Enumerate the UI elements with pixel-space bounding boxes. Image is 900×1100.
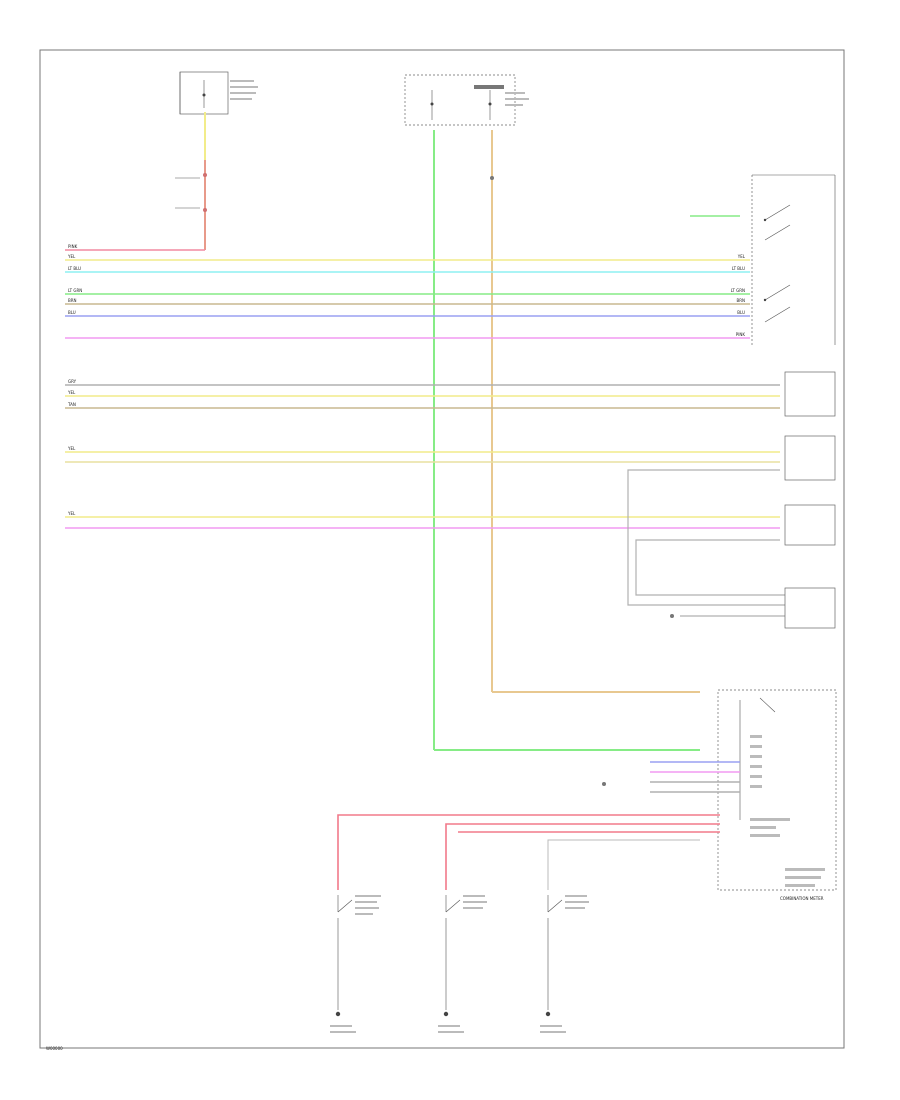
svg-text:YEL: YEL <box>67 446 76 451</box>
secondary-speed-sensor <box>784 504 836 546</box>
svg-text:YEL: YEL <box>67 390 76 395</box>
svg-text:BRN: BRN <box>736 298 745 303</box>
footer-code: W00000 <box>46 1046 63 1051</box>
svg-text:BLU: BLU <box>737 310 745 315</box>
harness-group-1 <box>65 249 750 339</box>
svg-text:LT BLU: LT BLU <box>732 266 745 271</box>
meter-signal-wires <box>602 761 740 793</box>
svg-text:BLU: BLU <box>68 310 76 315</box>
combination-meter-label: COMBINATION METER <box>780 896 824 901</box>
input-speed-sensor <box>784 371 836 417</box>
svg-text:TAN: TAN <box>67 402 76 407</box>
left-feed-wire <box>175 112 207 250</box>
svg-text:GRY: GRY <box>68 379 77 384</box>
svg-text:BRN: BRN <box>68 298 77 303</box>
fuse-block-center <box>404 74 529 126</box>
svg-text:LT BLU: LT BLU <box>68 266 81 271</box>
svg-text:YEL: YEL <box>737 254 746 259</box>
fuse-block-left <box>179 71 258 115</box>
wire-tags-right: YEL LT BLU LT GRN BRN BLU PINK <box>731 254 746 337</box>
output-speed-sensor <box>784 435 836 481</box>
harness-group-2 <box>65 384 780 409</box>
harness-group-4 <box>65 516 780 529</box>
bottom-switch-2 <box>438 895 487 1033</box>
bottom-switch-wires <box>337 814 720 890</box>
harness-group-3 <box>65 451 780 463</box>
combination-meter: COMBINATION METER <box>717 689 837 901</box>
svg-text:PINK: PINK <box>68 244 78 249</box>
transmission-range-switch <box>751 174 836 345</box>
svg-text:YEL: YEL <box>67 254 76 259</box>
svg-text:PINK: PINK <box>736 332 746 337</box>
wire-tags-left: PINK YEL LT BLU LT GRN BRN BLU GRY YEL T… <box>67 244 82 516</box>
speed-sensor-return-wires <box>627 469 836 629</box>
svg-text:LT GRN: LT GRN <box>731 288 745 293</box>
bottom-switch-1 <box>330 895 381 1033</box>
svg-text:YEL: YEL <box>67 511 76 516</box>
svg-text:LT GRN: LT GRN <box>68 288 82 293</box>
diagram-frame <box>39 49 845 1049</box>
bottom-switch-3 <box>540 895 589 1033</box>
